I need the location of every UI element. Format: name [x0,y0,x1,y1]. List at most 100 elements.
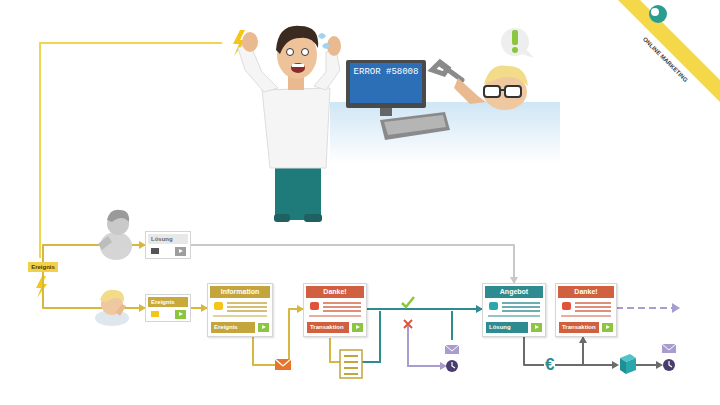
play-triangle [179,312,183,316]
play-triangle [262,325,266,329]
drawing-part [626,358,636,374]
trigger-wire [40,43,222,258]
play-button [352,323,363,332]
drawing-part [318,33,326,39]
card-title: Danke! [306,286,364,298]
cross-mark [404,320,412,328]
drawing-part [262,88,330,168]
drawing-part [242,32,258,52]
card-action: Transaktion [307,322,349,333]
drawing-part [276,26,318,54]
drawing-part [346,60,426,108]
currency-symbol: € [544,355,555,374]
drawing-part [292,64,304,67]
accept-wire [451,311,453,340]
mail-icon [662,344,676,353]
drawing-part [500,89,505,91]
card-icon [214,302,223,310]
drawing-part [291,63,305,73]
drawing-part [384,115,446,135]
tag-text: Ereignis [28,262,58,272]
clock-icon [663,359,675,371]
text-stripe [323,306,361,308]
card-icon [562,302,571,310]
drawing-part [287,49,294,56]
text-stripe [309,315,361,317]
step-card: InformationEreignis [207,283,273,337]
drawing-part [275,160,321,220]
card-header: Lösung [148,234,188,244]
drawing-part [304,214,322,222]
card-title: Angebot [485,286,543,298]
trigger-card: Lösung [145,231,191,259]
drawing-part [445,345,459,354]
card-icon [151,248,159,254]
text-stripe [502,310,540,312]
card-header: Danke! [306,286,364,298]
card-header: Information [210,286,270,298]
drawing-part [107,210,129,222]
play-button [175,247,186,256]
card-footer: Lösung [486,322,528,333]
card-action: Ereignis [211,322,255,333]
text-stripe [561,315,611,317]
card-header: Danke! [558,286,614,298]
text-stripe [323,302,361,304]
card-action: Lösung [486,322,528,333]
drawing-part [322,43,330,49]
card-icon [310,302,319,310]
play-triangle [535,325,539,329]
drawing-part [402,297,414,307]
card-action: Transaktion [559,322,599,333]
reject-wire [408,326,440,366]
play-button [602,323,613,332]
drawing-part [522,50,534,58]
card-title: Information [210,286,270,298]
arrowhead [672,303,680,313]
cube-icon [620,354,636,374]
drawing-part [663,359,675,371]
drawing-part [452,362,455,368]
document-icon [340,350,362,378]
card-title: Lösung [148,234,188,244]
drawing-part [350,63,422,103]
trigger-card: Ereignis [145,294,191,322]
frustrated-man [238,26,341,222]
mail-icon [445,345,459,354]
play-button [258,323,269,332]
drawing-part [344,367,358,369]
logo-text: ONLINE MARKETING [642,36,689,83]
drawing-part [505,86,521,97]
grey-person [98,210,132,260]
text-stripe [323,310,361,312]
play-button [175,310,186,319]
drawing-part [484,86,500,97]
drawing-part [620,358,626,374]
drawing-part [404,320,412,328]
text-stripe [575,302,611,304]
text-stripe [502,302,540,304]
drawing-part [649,5,667,23]
drawing-part [512,47,518,53]
document-wire [330,338,340,362]
drawing-part [275,359,291,366]
clock-icon [446,360,458,372]
drawing-part [344,373,358,375]
delivery-wire [634,364,656,366]
drawing-part [380,112,450,140]
card-title: Danke! [558,286,614,298]
drawing-part [662,344,676,350]
drawing-part [340,350,362,378]
arrowhead [440,362,447,370]
drawing-part [344,355,358,357]
drawing-part [238,44,278,92]
drawing-part [445,345,459,351]
drawing-part [314,50,340,90]
drawing-part [302,49,309,56]
